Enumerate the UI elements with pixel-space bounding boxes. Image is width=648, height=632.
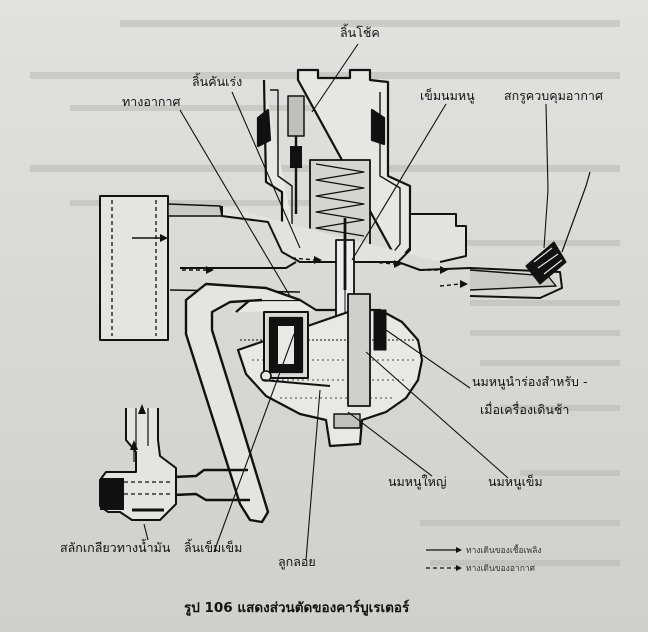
carburetor-body <box>99 68 591 524</box>
leader-lines <box>143 43 549 561</box>
float-bowl <box>235 293 424 448</box>
label-idle-jet-line2: เมื่อเครื่องเดินช้า <box>480 401 569 417</box>
label-float-needle-valve: ลิ้นเข็มเข็ม <box>184 538 242 555</box>
legend-air-path: ทางเดินของอากาศ <box>466 564 536 574</box>
figure-caption: รูป 106 แสดงส่วนตัดของคาร์บูเรเตอร์ <box>184 599 410 616</box>
air-adjust-screw <box>525 171 591 285</box>
air-flow-arrows <box>130 256 468 462</box>
label-air-passage: ทางอากาศ <box>122 94 180 109</box>
legend-fuel-path: ทางเดินของเชื้อเพลิง <box>466 544 541 556</box>
callout-labels: ลิ้นโช้ค ลิ้นคันเร่ง ทางอากาศ เข็มนมหนู … <box>60 23 603 570</box>
label-main-jet: นมหนูใหญ่ <box>388 474 447 490</box>
path-legend: ทางเดินของเชื้อเพลิง ทางเดินของอากาศ <box>426 544 541 574</box>
air-intake-housing <box>99 195 223 341</box>
label-throttle-valve: ลิ้นคันเร่ง <box>192 72 242 89</box>
label-needle-jet-small: นมหนูเข็ม <box>488 474 543 490</box>
label-idle-jet-line1: นมหนูนำร่องสำหรับ - <box>472 374 587 390</box>
label-choke-valve: ลิ้นโช้ค <box>340 23 380 40</box>
label-float: ลูกลอย <box>278 554 316 570</box>
label-needle-jet: เข็มนมหนู <box>420 88 475 104</box>
label-fuel-union-bolt: สลักเกลียวทางน้ำมัน <box>60 538 171 555</box>
fuel-union-bolt <box>99 404 177 521</box>
label-air-adjust-screw: สกรูควบคุมอากาศ <box>504 88 603 104</box>
